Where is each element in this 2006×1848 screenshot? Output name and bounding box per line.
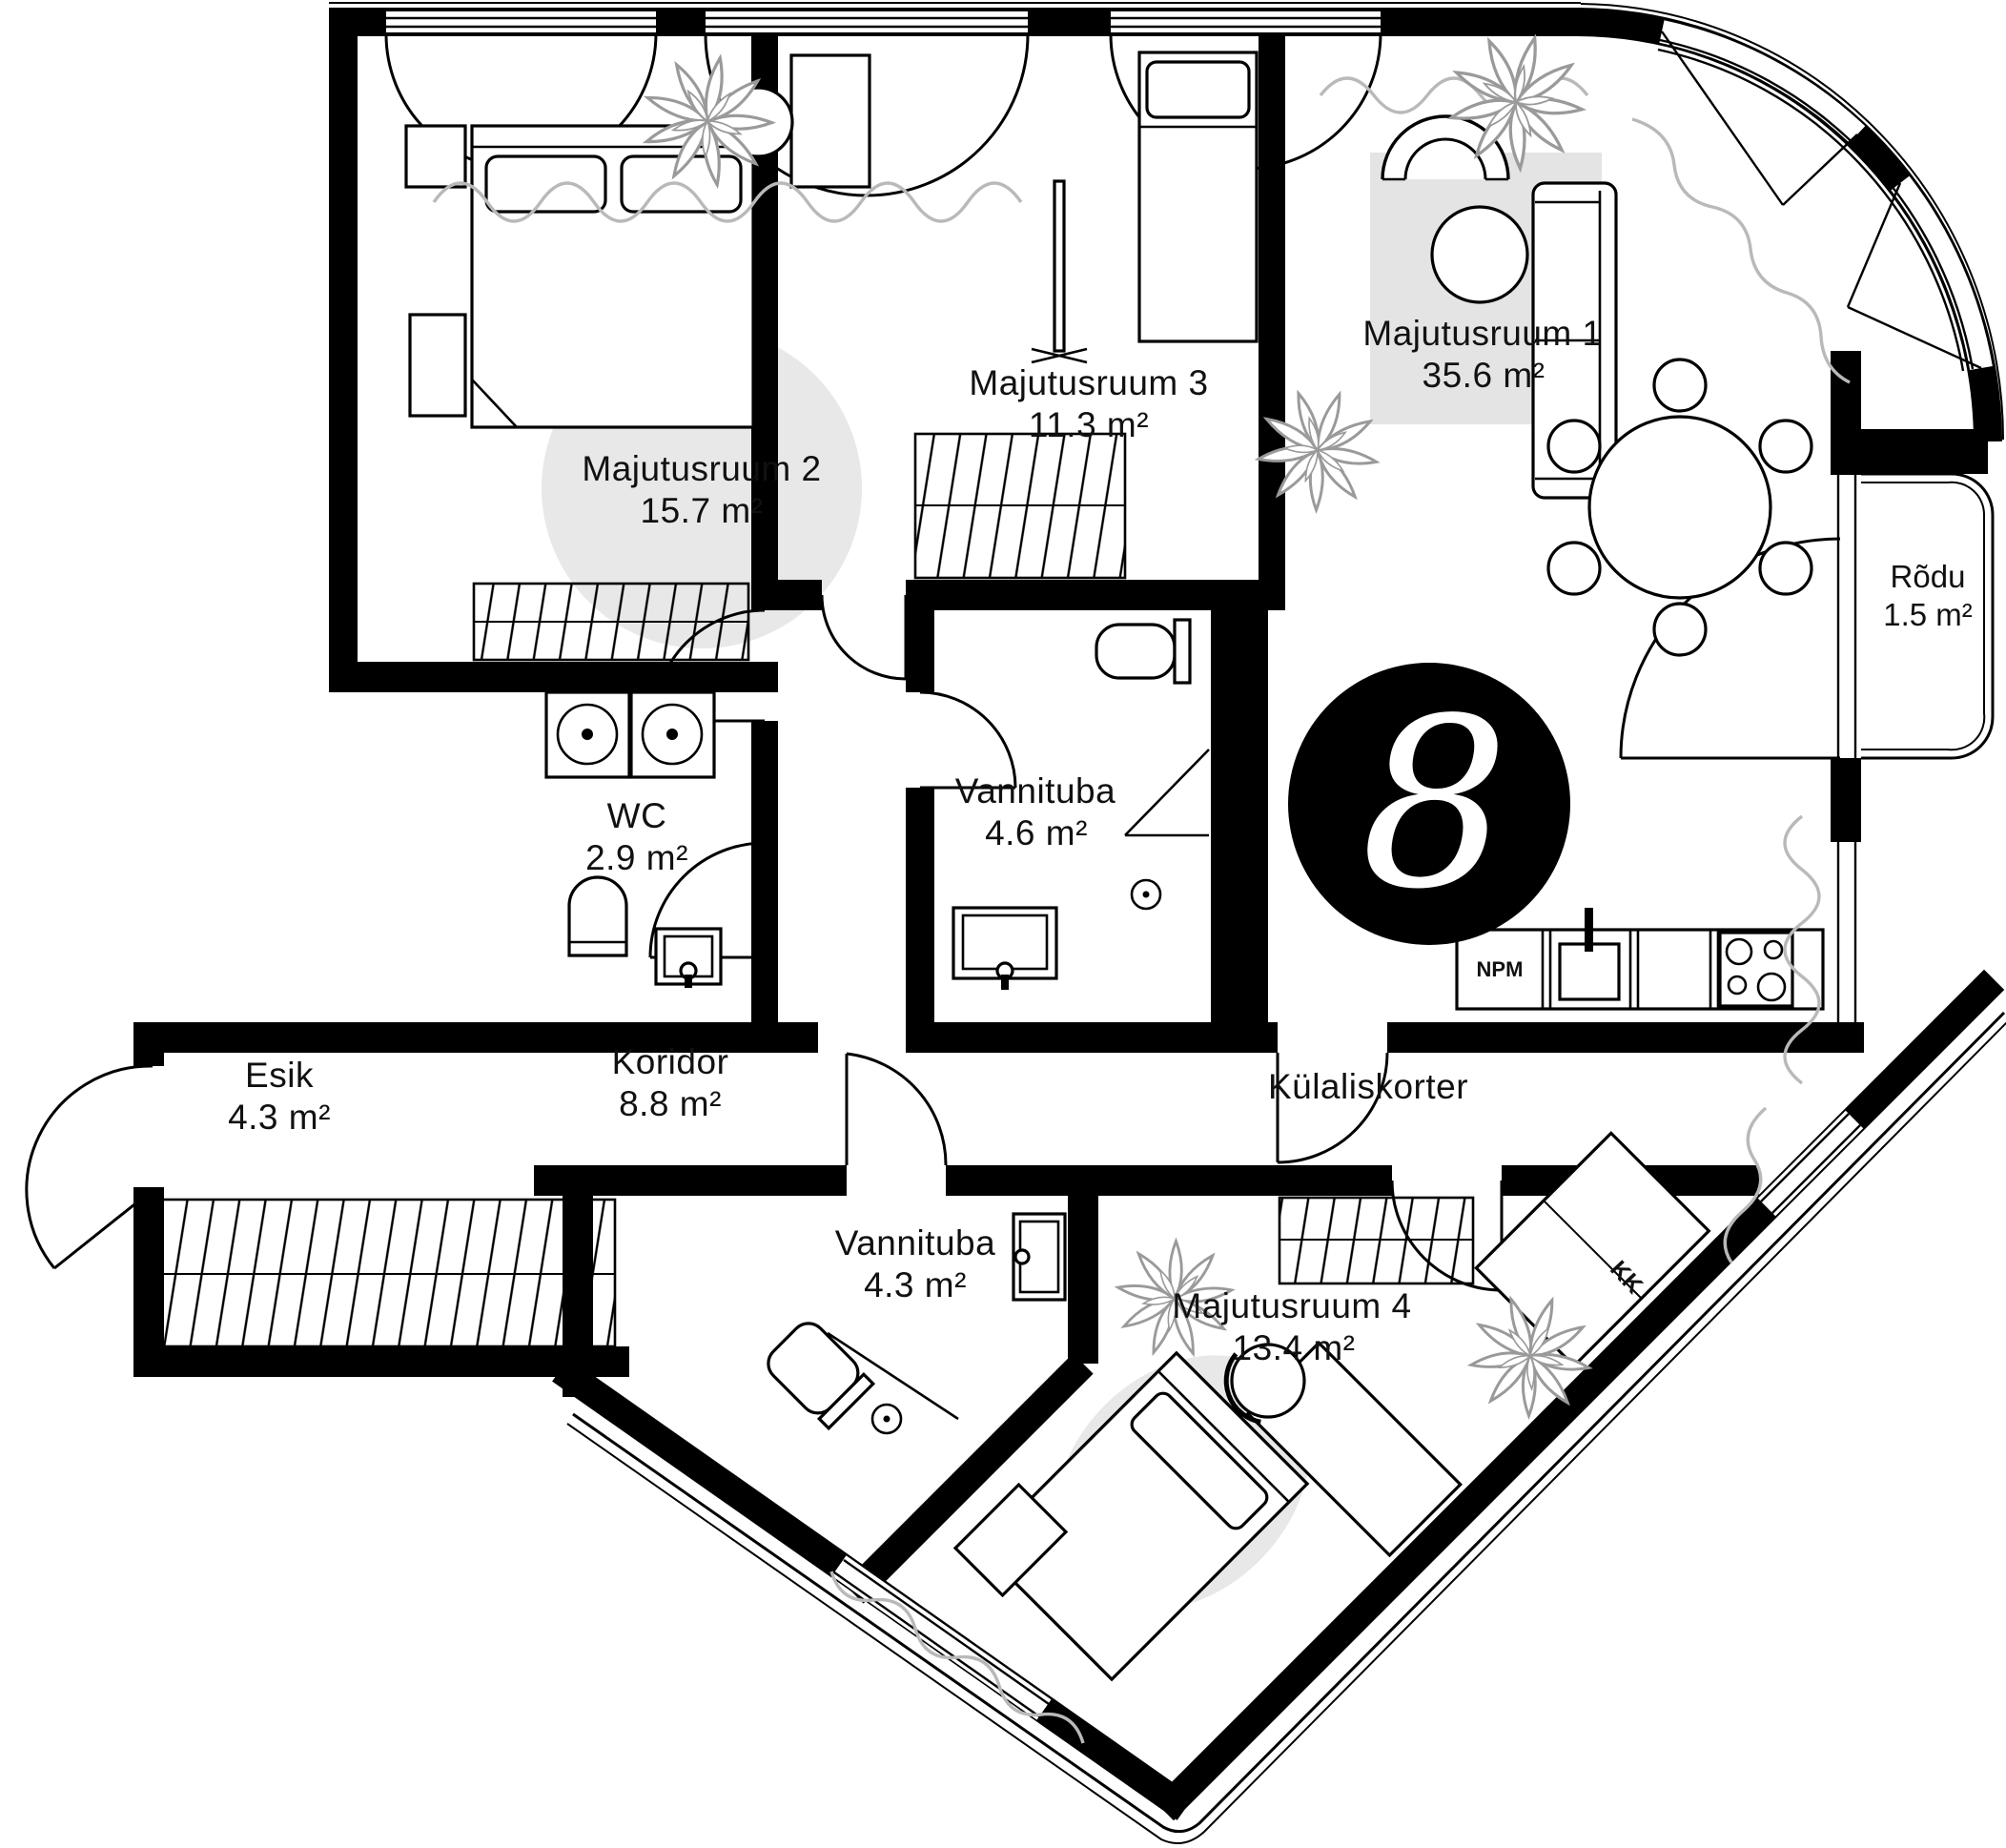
label-wc: WC bbox=[607, 796, 667, 835]
window-ne bbox=[1757, 1110, 1864, 1217]
curtain-top bbox=[432, 181, 1023, 223]
faucet-icon bbox=[1585, 908, 1593, 952]
label-vannituba2: Vannituba bbox=[835, 1223, 995, 1263]
label-vannituba1: Vannituba bbox=[955, 771, 1116, 811]
washer-icon bbox=[544, 690, 631, 779]
area-majutusruum3: 11.3 m² bbox=[1029, 405, 1149, 444]
door-vannituba2 bbox=[845, 1052, 948, 1166]
kitchen-sink-icon bbox=[1558, 942, 1621, 1001]
curtain-curve bbox=[1631, 117, 1851, 384]
clothes-rack bbox=[1031, 179, 1088, 364]
dining-table bbox=[1546, 358, 1813, 657]
unit-number: 8 bbox=[1361, 668, 1509, 940]
label-esik: Esik bbox=[245, 1056, 314, 1095]
side-table bbox=[1430, 205, 1529, 304]
soft-decor bbox=[432, 8, 1851, 1744]
shower-v1 bbox=[1124, 749, 1210, 911]
wardrobe-majutusruum2 bbox=[472, 582, 750, 662]
curtain-east bbox=[1783, 814, 1821, 1085]
label-rodu: Rõdu bbox=[1891, 559, 1966, 594]
unit-badge: 8 bbox=[1288, 663, 1570, 945]
window-top-3 bbox=[1109, 11, 1382, 171]
entry-door bbox=[25, 1064, 154, 1270]
area-vannituba2: 4.3 m² bbox=[864, 1265, 967, 1304]
window-balcony-door bbox=[1836, 474, 1857, 758]
area-vannituba1: 4.6 m² bbox=[985, 813, 1088, 852]
door-majutusruum3 bbox=[820, 594, 908, 681]
wardrobe-esik bbox=[158, 1198, 617, 1348]
chair-room4 bbox=[1223, 1343, 1306, 1425]
bed-single bbox=[1137, 51, 1259, 343]
nightstand-room4 bbox=[952, 1482, 1069, 1598]
area-rodu: 1.5 m² bbox=[1883, 597, 1973, 632]
stove-icon bbox=[1718, 931, 1794, 1008]
window-curve bbox=[1657, 20, 1993, 372]
toilet-v1-icon bbox=[1095, 618, 1192, 685]
wardrobe-majutusruum4 bbox=[1278, 1196, 1475, 1285]
curtain-sw bbox=[829, 1571, 1085, 1744]
label-majutusruum1: Majutusruum 1 bbox=[1362, 314, 1602, 353]
door-kulaliskorter bbox=[1276, 1052, 1389, 1164]
door-vannituba1 bbox=[919, 690, 1017, 790]
label-majutusruum3: Majutusruum 3 bbox=[969, 363, 1208, 402]
bench bbox=[408, 313, 467, 418]
sink-wc-icon bbox=[654, 927, 723, 988]
label-koridor: Koridor bbox=[612, 1042, 729, 1081]
sofa bbox=[1531, 181, 1618, 500]
label-majutusruum4: Majutusruum 4 bbox=[1172, 1286, 1411, 1325]
nightstand bbox=[404, 124, 467, 189]
curtain-ne bbox=[1723, 1106, 1768, 1263]
label-npm: NPM bbox=[1477, 957, 1524, 981]
area-majutusruum1: 35.6 m² bbox=[1423, 356, 1545, 395]
wardrobe-majutusruum3 bbox=[913, 432, 1127, 580]
toilet-v2-icon bbox=[767, 1322, 876, 1431]
sink-v1-icon bbox=[952, 906, 1058, 990]
labels: Majutusruum 1 35.6 m² Majutusruum 2 15.7… bbox=[228, 314, 1973, 1367]
drain-v2 bbox=[870, 1403, 903, 1435]
window-east bbox=[1836, 842, 1857, 1022]
label-majutusruum2: Majutusruum 2 bbox=[582, 449, 821, 488]
toilet-wc-icon bbox=[567, 875, 628, 957]
balcony bbox=[1861, 472, 1995, 760]
sink-v2-icon bbox=[1012, 1212, 1067, 1302]
area-majutusruum4: 13.4 m² bbox=[1233, 1328, 1356, 1367]
shower-screen bbox=[827, 1331, 959, 1421]
dryer-icon bbox=[629, 690, 716, 779]
label-kulaliskorter: Külaliskorter bbox=[1268, 1067, 1468, 1106]
closet-kk bbox=[1474, 1131, 1711, 1368]
wardrobes bbox=[158, 432, 1711, 1368]
kitchen-counter bbox=[1455, 908, 1825, 1011]
area-koridor: 8.8 m² bbox=[619, 1084, 722, 1123]
area-esik: 4.3 m² bbox=[228, 1098, 331, 1137]
area-majutusruum2: 15.7 m² bbox=[641, 491, 764, 530]
window-sw bbox=[831, 1555, 1052, 1720]
area-wc: 2.9 m² bbox=[585, 838, 688, 877]
armchair bbox=[1381, 114, 1510, 181]
